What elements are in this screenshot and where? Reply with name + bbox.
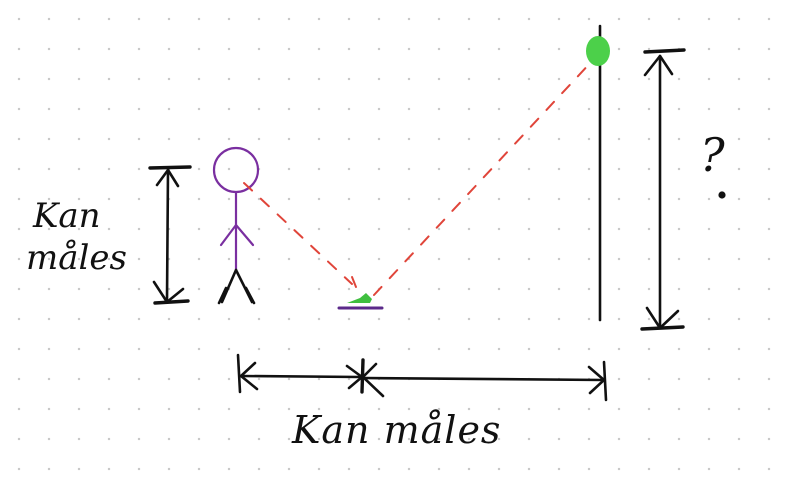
unknown-height-top-arrowhead [643, 54, 674, 77]
ground-distance-label: Kan måles [292, 408, 502, 452]
person-figure [212, 146, 260, 305]
unknown-height-bottom-tick [640, 325, 685, 331]
person-arms [219, 223, 255, 247]
ray-eye-to-mirror [243, 182, 353, 285]
person-height-bottom-arrowhead [152, 280, 185, 304]
unknown-height-bottom-arrowhead [645, 306, 680, 330]
person-height-top-tick [148, 165, 192, 170]
distance-left-arrowhead [239, 361, 259, 391]
unknown-height-label: ? [700, 128, 725, 182]
person-height-top-arrowhead [155, 168, 180, 188]
distance-mirror-to-pole [362, 376, 606, 382]
distance-person-to-mirror [239, 374, 362, 379]
mirror-reflection-icon [347, 293, 372, 303]
pole-top-marker [586, 36, 610, 66]
ray-mirror-marker [351, 276, 357, 288]
person-feet [217, 286, 256, 305]
question-mark-dot [718, 191, 726, 199]
unknown-height-arrow [640, 48, 686, 331]
person-legs [220, 268, 254, 304]
light-ray [243, 59, 594, 296]
distance-right-tick [602, 360, 608, 402]
ray-mirror-to-top [373, 59, 594, 296]
mirror [337, 293, 384, 310]
person-height-arrow [148, 165, 192, 305]
person-head [212, 146, 260, 194]
distance-mid-arrowhead-right [361, 362, 385, 398]
person-height-bottom-tick [153, 299, 190, 305]
pole [586, 24, 610, 322]
person-height-label-line-2: måles [26, 238, 127, 278]
distance-left-tick [236, 353, 242, 394]
person-height-shaft [165, 168, 170, 302]
person-height-label-line-1: Kan [33, 196, 101, 236]
distance-arrows [236, 353, 608, 402]
unknown-height-top-tick [643, 48, 686, 54]
